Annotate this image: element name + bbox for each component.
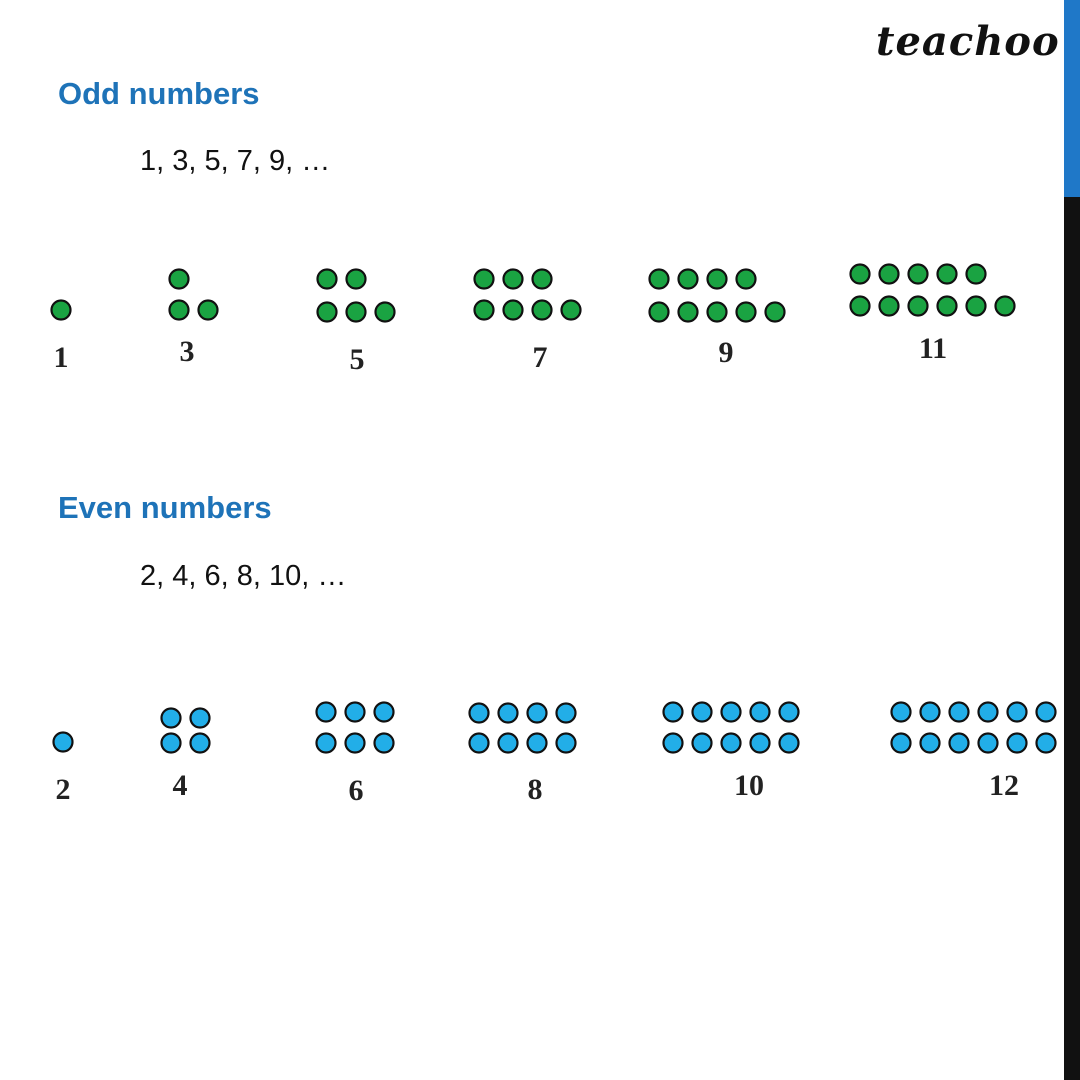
even-dot-12: [948, 701, 970, 723]
even-dot-8: [497, 732, 519, 754]
even-dot-6: [344, 732, 366, 754]
odd-dot-7: [502, 268, 524, 290]
even-dot-8: [555, 732, 577, 754]
even-label-8: 8: [528, 773, 543, 806]
even-label-2: 2: [56, 773, 71, 806]
even-dot-12: [919, 701, 941, 723]
even-dot-12: [890, 701, 912, 723]
even-label-10: 10: [734, 769, 764, 802]
odd-dot-9: [677, 301, 699, 323]
odd-label-11: 11: [919, 332, 947, 365]
odd-dot-7: [531, 268, 553, 290]
odd-dot-11: [849, 263, 871, 285]
odd-dot-9: [735, 301, 757, 323]
odd-dot-7: [473, 268, 495, 290]
odd-numbers-title: Odd numbers: [58, 76, 260, 111]
even-dot-8: [468, 732, 490, 754]
odd-dot-1: [50, 299, 72, 321]
even-dot-10: [778, 732, 800, 754]
even-dot-2: [52, 731, 74, 753]
even-dot-10: [720, 701, 742, 723]
odd-dot-9: [648, 268, 670, 290]
even-dot-12: [977, 732, 999, 754]
even-dot-12: [1006, 701, 1028, 723]
odd-dot-7: [531, 299, 553, 321]
even-dot-12: [977, 701, 999, 723]
odd-dot-11: [965, 295, 987, 317]
odd-dot-11: [907, 295, 929, 317]
even-dot-10: [749, 701, 771, 723]
odd-dot-11: [936, 263, 958, 285]
even-dot-8: [526, 732, 548, 754]
odd-dot-9: [706, 268, 728, 290]
odd-dot-3: [168, 299, 190, 321]
odd-dot-7: [502, 299, 524, 321]
even-dot-4: [189, 732, 211, 754]
odd-dot-5: [316, 301, 338, 323]
even-dot-6: [344, 701, 366, 723]
even-label-4: 4: [173, 769, 188, 802]
even-dot-8: [497, 702, 519, 724]
odd-dot-9: [735, 268, 757, 290]
even-numbers-sequence: 2, 4, 6, 8, 10, …: [140, 560, 347, 592]
odd-dot-11: [965, 263, 987, 285]
even-label-12: 12: [989, 769, 1019, 802]
even-dot-8: [468, 702, 490, 724]
odd-dot-11: [878, 295, 900, 317]
even-dot-10: [691, 732, 713, 754]
odd-label-7: 7: [533, 341, 548, 374]
even-dot-12: [1006, 732, 1028, 754]
odd-dot-11: [907, 263, 929, 285]
odd-dot-3: [197, 299, 219, 321]
odd-dot-11: [994, 295, 1016, 317]
odd-label-1: 1: [54, 341, 69, 374]
odd-label-5: 5: [350, 343, 365, 376]
odd-numbers-sequence: 1, 3, 5, 7, 9, …: [140, 145, 331, 177]
odd-dot-11: [849, 295, 871, 317]
even-dot-8: [526, 702, 548, 724]
even-dot-10: [691, 701, 713, 723]
odd-label-9: 9: [719, 336, 734, 369]
side-bar-accent: [1064, 0, 1080, 197]
even-dot-12: [1035, 732, 1057, 754]
even-label-6: 6: [349, 774, 364, 807]
odd-dot-7: [560, 299, 582, 321]
even-dot-10: [720, 732, 742, 754]
odd-dot-11: [936, 295, 958, 317]
even-dot-4: [160, 707, 182, 729]
odd-dot-9: [706, 301, 728, 323]
even-dot-12: [890, 732, 912, 754]
odd-dot-9: [648, 301, 670, 323]
even-dot-6: [373, 701, 395, 723]
teachoo-logo: teachoo: [876, 18, 1060, 65]
even-dot-10: [749, 732, 771, 754]
odd-dot-7: [473, 299, 495, 321]
odd-dot-9: [764, 301, 786, 323]
odd-dot-11: [878, 263, 900, 285]
even-dot-8: [555, 702, 577, 724]
odd-label-3: 3: [180, 335, 195, 368]
odd-dot-5: [345, 301, 367, 323]
even-dot-12: [919, 732, 941, 754]
side-bar: [1064, 0, 1080, 1080]
even-dot-10: [662, 701, 684, 723]
even-dot-10: [662, 732, 684, 754]
even-dot-12: [1035, 701, 1057, 723]
even-dot-4: [160, 732, 182, 754]
odd-dot-3: [168, 268, 190, 290]
odd-dot-5: [316, 268, 338, 290]
even-dot-6: [373, 732, 395, 754]
even-numbers-title: Even numbers: [58, 490, 272, 525]
even-dot-4: [189, 707, 211, 729]
even-dot-12: [948, 732, 970, 754]
even-dot-6: [315, 701, 337, 723]
odd-dot-5: [374, 301, 396, 323]
even-dot-10: [778, 701, 800, 723]
odd-dot-5: [345, 268, 367, 290]
odd-dot-9: [677, 268, 699, 290]
even-dot-6: [315, 732, 337, 754]
